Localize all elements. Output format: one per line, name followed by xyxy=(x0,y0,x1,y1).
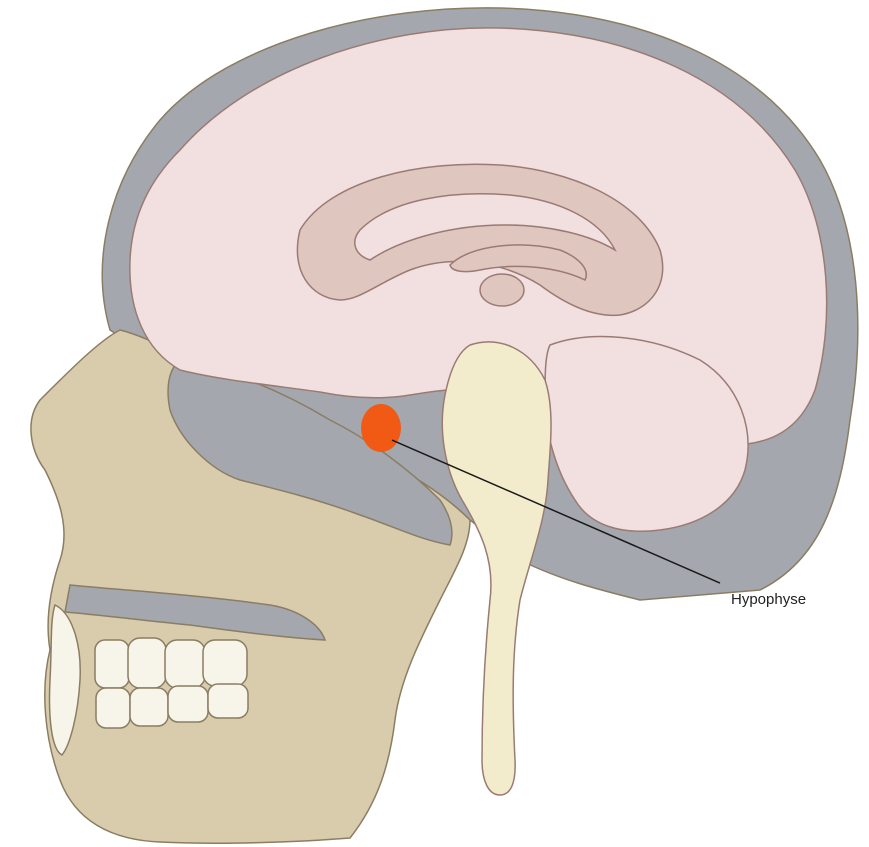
pituitary-gland xyxy=(361,404,401,452)
brainstem xyxy=(442,342,551,795)
thalamus-nucleus xyxy=(480,274,524,306)
hypophyse-label: Hypophyse xyxy=(731,591,806,608)
